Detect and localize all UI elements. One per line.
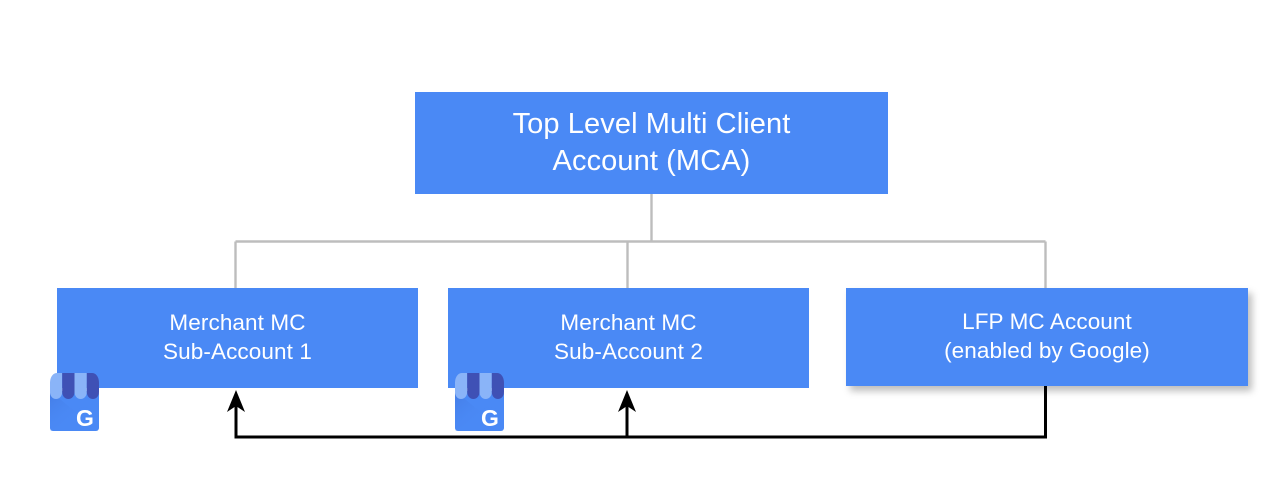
gmb-g-circle [74, 407, 96, 429]
arrowhead-sub1 [227, 390, 245, 412]
node-top-level-mca[interactable]: Top Level Multi Client Account (MCA) [415, 92, 888, 194]
lfp-feed-arrowheads [227, 390, 636, 412]
gmb-awning-stripe-2 [467, 373, 480, 399]
node-merchant-sub-account-2[interactable]: Merchant MC Sub-Account 2 [448, 288, 809, 388]
gmb-g-letter: G [481, 405, 499, 431]
gmb-awning-stripe-4 [491, 373, 504, 399]
node-merchant-sub-account-2-label: Merchant MC Sub-Account 2 [554, 310, 703, 364]
gmb-awning-stripe-2 [62, 373, 75, 399]
gmb-awning-stripe-1 [50, 373, 63, 399]
node-lfp-mc-account-label: LFP MC Account (enabled by Google) [944, 309, 1150, 363]
gmb-awning-stripe-4 [86, 373, 99, 399]
google-my-business-storefront-icon: G [455, 373, 504, 431]
node-top-level-mca-label: Top Level Multi Client Account (MCA) [512, 107, 791, 177]
node-lfp-mc-account[interactable]: LFP MC Account (enabled by Google) [846, 288, 1248, 386]
tree-connectors [234, 194, 1047, 289]
node-merchant-sub-account-1-label: Merchant MC Sub-Account 1 [163, 310, 312, 364]
gmb-awning-stripe-1 [455, 373, 468, 399]
gmb-awning-stripe-3 [74, 373, 87, 399]
node-merchant-sub-account-1[interactable]: Merchant MC Sub-Account 1 [57, 288, 418, 388]
arrowhead-sub2 [618, 390, 636, 412]
gmb-g-letter: G [76, 405, 94, 431]
arrow-path-lfp-to-sub1 [234, 386, 1047, 439]
google-my-business-storefront-icon: G [50, 373, 99, 431]
gmb-awning-stripe-3 [479, 373, 492, 399]
lfp-feed-arrows [234, 386, 1047, 439]
gmb-g-circle [479, 407, 501, 429]
